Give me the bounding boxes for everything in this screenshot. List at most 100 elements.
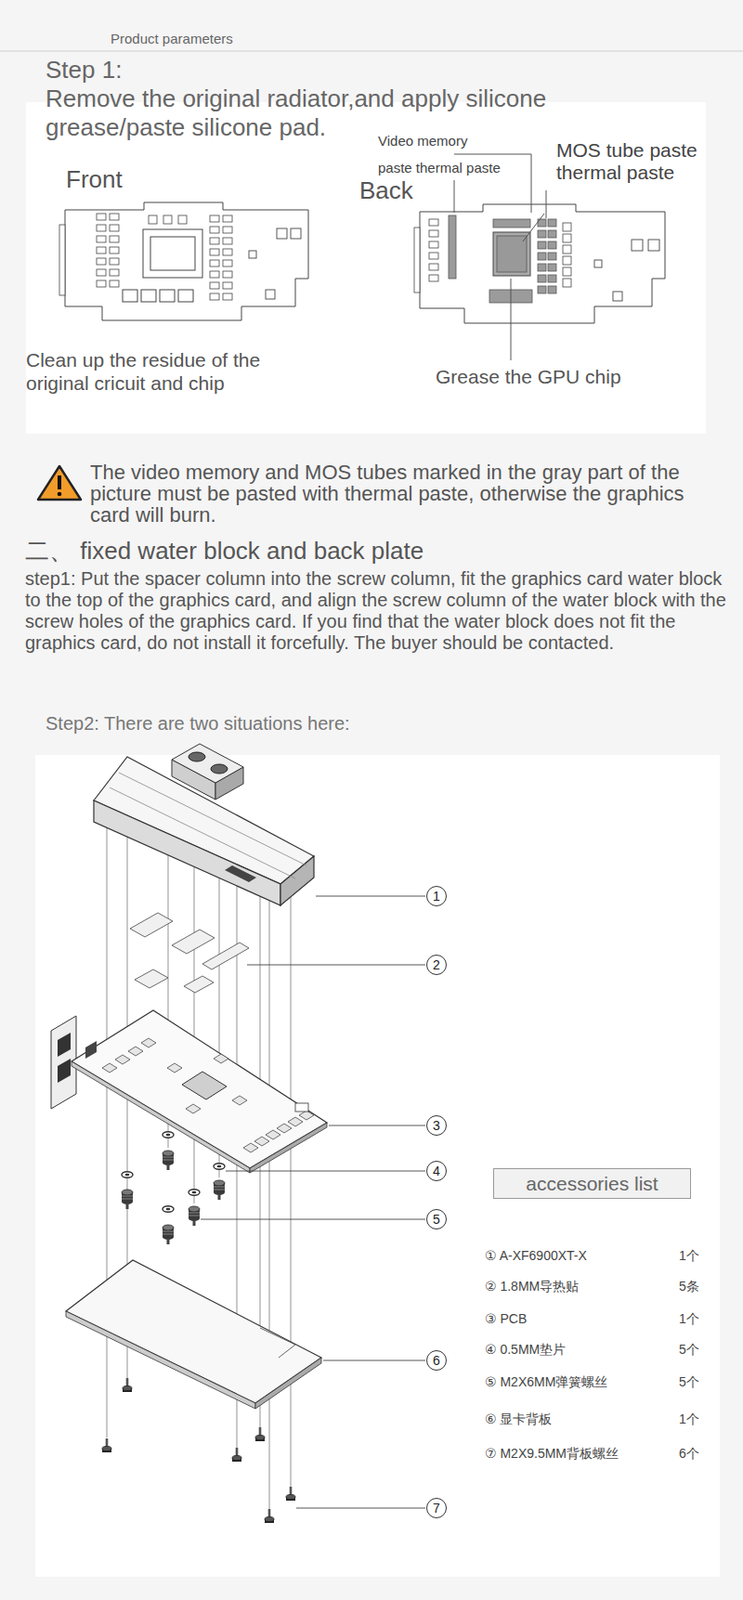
pcb-back xyxy=(537,263,547,272)
pcb-front xyxy=(209,282,220,289)
pcb-board xyxy=(128,1046,144,1056)
header-rule xyxy=(0,51,743,53)
pcb-back xyxy=(429,219,439,226)
section-heading: 二、 fixed water block and back plate xyxy=(25,536,731,566)
pcb-front xyxy=(96,280,106,287)
pcb-back xyxy=(429,263,439,271)
pcb-back xyxy=(562,267,572,276)
part-name: ① A-XF6900XT-X xyxy=(484,1247,587,1265)
pcb-front xyxy=(209,215,220,222)
warning-icon xyxy=(38,466,81,500)
pcb-board xyxy=(85,1041,97,1059)
back-plate xyxy=(65,1260,322,1409)
pcb-board xyxy=(287,1117,303,1127)
pcb-board xyxy=(254,1136,270,1147)
spring-screw xyxy=(162,1150,174,1171)
pcb-back xyxy=(429,252,439,260)
annotation: MOS tube paste thermal paste xyxy=(556,139,710,184)
callout-number: 6 xyxy=(427,1351,446,1370)
pcb-front xyxy=(222,293,233,300)
step-heading: Step 1: xyxy=(45,55,715,85)
pcb-front xyxy=(222,260,233,267)
callout-number: 4 xyxy=(427,1161,446,1181)
pcb-front xyxy=(222,271,233,278)
pcb-front xyxy=(222,237,233,245)
pcb-back xyxy=(594,260,602,268)
pcb-front xyxy=(96,213,106,221)
page-title: Product parameters xyxy=(110,30,234,48)
pcb-front xyxy=(65,202,309,321)
back-plate xyxy=(260,1328,296,1358)
leader-line xyxy=(522,213,545,242)
callout-number: 6 xyxy=(426,1350,447,1371)
accessories-box: accessories list xyxy=(493,1168,691,1200)
backplate-screw xyxy=(286,1486,296,1501)
part-name: ③ PCB xyxy=(484,1310,527,1328)
pcb-board xyxy=(115,1055,131,1065)
side-label: Back xyxy=(359,176,414,205)
leader-line xyxy=(510,278,512,361)
water-block xyxy=(188,752,206,762)
pcb-front xyxy=(96,258,106,265)
pcb-back xyxy=(419,204,665,324)
thermal-pad xyxy=(130,912,173,938)
pcb-front xyxy=(248,250,257,259)
pcb-front xyxy=(222,248,233,256)
spring-screw xyxy=(188,1206,200,1226)
pcb-back xyxy=(547,241,557,249)
pcb-board xyxy=(295,1103,309,1112)
pcb-back xyxy=(612,291,623,301)
pcb-front xyxy=(209,260,220,267)
callout-leader xyxy=(225,1171,426,1173)
pcb-back xyxy=(537,252,547,261)
pcb-back xyxy=(547,274,557,283)
pcb-front xyxy=(163,215,172,224)
water-block xyxy=(171,743,244,783)
quantity: 1个 xyxy=(678,1310,700,1328)
pcb-back xyxy=(547,286,557,294)
back-plate xyxy=(255,1357,322,1409)
step-heading: Step2: There are two situations here: xyxy=(45,712,696,735)
pcb-front xyxy=(276,228,287,239)
water-block xyxy=(224,865,257,883)
callout-number: 2 xyxy=(426,954,447,976)
backplate-screw xyxy=(102,1378,296,1524)
warning-note: The video memory and MOS tubes marked in… xyxy=(90,461,708,526)
pcb-front xyxy=(143,229,203,278)
backplate-screw xyxy=(102,1438,112,1453)
pcb-back xyxy=(537,286,547,294)
pcb-front xyxy=(122,289,138,302)
pcb-front xyxy=(109,235,119,243)
part-name: ④ 0.5MM垫片 xyxy=(484,1341,566,1358)
pcb-back xyxy=(448,215,457,279)
callout-number: 7 xyxy=(427,1499,446,1518)
step-panel: FrontVideo memorypaste thermal pasteMOS … xyxy=(26,102,706,434)
pcb-front xyxy=(59,224,66,296)
callout-number: 3 xyxy=(427,1116,446,1135)
pcb-back xyxy=(648,239,660,251)
washer xyxy=(162,1206,174,1213)
part-name: ⑤ M2X6MM弹簧螺丝 xyxy=(484,1373,608,1391)
backplate-screw xyxy=(264,1509,274,1524)
step-heading: Remove the original radiator,and apply s… xyxy=(45,84,687,143)
callout-leader xyxy=(200,1219,426,1221)
pcb-back xyxy=(631,239,643,251)
pcb-front xyxy=(290,228,301,239)
pcb-board xyxy=(71,1061,250,1174)
thermal-pad xyxy=(134,969,169,989)
pcb-front xyxy=(109,247,119,254)
part-name: ⑥ 显卡背板 xyxy=(484,1410,552,1428)
pcb-front xyxy=(265,289,275,300)
instruction-text: step1: Put the spacer column into the sc… xyxy=(25,568,736,654)
pcb-back xyxy=(537,241,547,249)
pcb-front xyxy=(178,289,194,302)
callout-number: 1 xyxy=(427,886,446,906)
pcb-front xyxy=(150,236,196,271)
backplate-screw xyxy=(255,1427,265,1442)
callout-leader xyxy=(328,1125,426,1127)
water-block xyxy=(280,856,314,906)
callout-leader xyxy=(296,1508,426,1510)
